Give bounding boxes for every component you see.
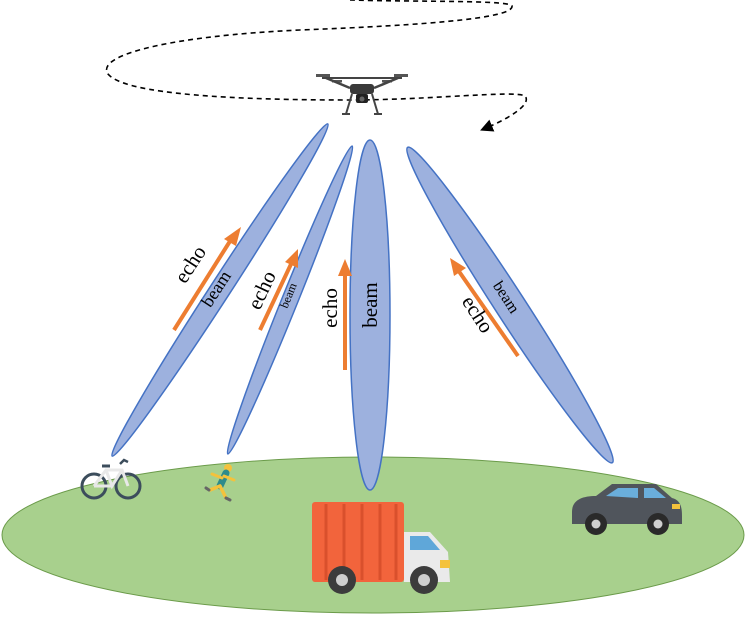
- pedestrian-icon: [204, 464, 236, 502]
- echo-arrowhead-2: [285, 249, 298, 268]
- echo-label-3: echo: [318, 288, 342, 328]
- bicycle-icon: [80, 458, 142, 500]
- echo-arrowhead-4: [450, 258, 466, 276]
- echo-arrow-2: [258, 261, 294, 331]
- flight-trajectory: [105, 0, 528, 132]
- drone-icon: [316, 74, 408, 115]
- echo-label-2: echo: [242, 267, 281, 313]
- beam-2: [226, 145, 354, 455]
- beam-1: [111, 123, 329, 457]
- beam-label-3: beam: [358, 282, 382, 327]
- truck-icon: [312, 502, 450, 594]
- echo-arrowhead-1: [224, 227, 241, 246]
- car-icon: [572, 484, 682, 535]
- echo-arrows: [172, 227, 520, 370]
- echo-arrow-1: [172, 236, 234, 332]
- echo-arrowhead-3: [338, 259, 352, 276]
- beam-4: [406, 146, 614, 464]
- echo-arrow-4: [456, 268, 520, 358]
- beam-3: [349, 139, 391, 491]
